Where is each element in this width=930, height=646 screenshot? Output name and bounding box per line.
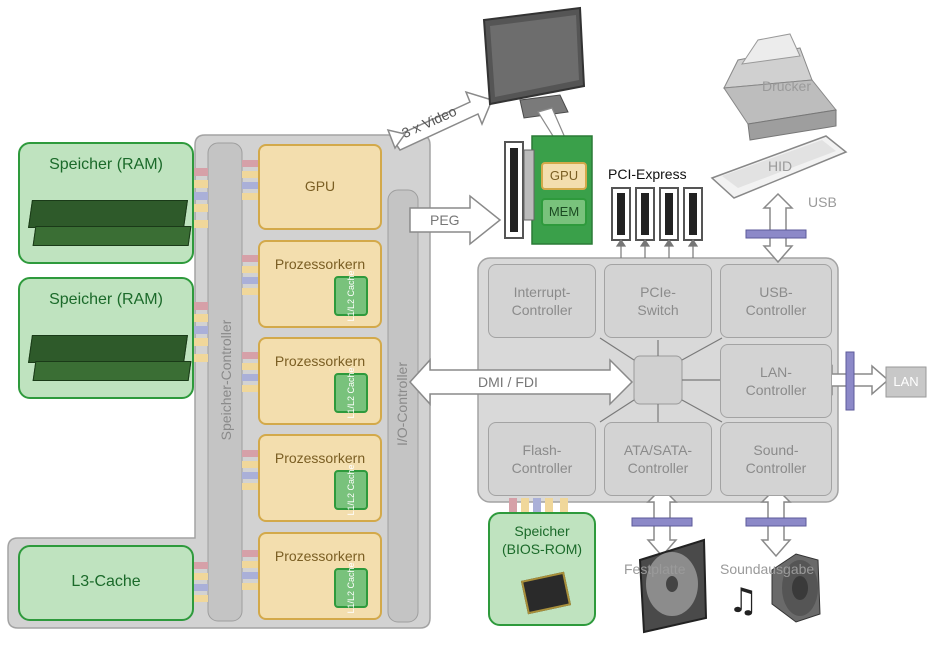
ram-module-label: Speicher (RAM): [49, 291, 163, 308]
processor-core-2: Prozessorkern L1/L2 Cache: [258, 337, 382, 425]
l1-l2-cache-chip: L1/L2 Cache: [334, 464, 368, 516]
video-arrow: [386, 90, 494, 151]
processor-core-label: Prozessorkern: [274, 548, 366, 564]
sound-controller: Sound- Controller: [720, 422, 832, 496]
integrated-gpu: GPU: [258, 144, 382, 230]
pci-express-label: PCI-Express: [608, 166, 687, 182]
l1-l2-cache-chip: L1/L2 Cache: [334, 562, 368, 614]
chipset-hub: [633, 355, 683, 405]
speaker-icon: [771, 553, 821, 623]
bios-rom-label: Speicher (BIOS-ROM): [501, 523, 583, 557]
lan-controller: LAN- Controller: [720, 344, 832, 418]
sata-connector: [631, 517, 693, 527]
music-note-icon: ♫: [728, 581, 758, 621]
ram-module-2: Speicher (RAM): [18, 277, 194, 399]
ram-bus-stripes-1: [194, 168, 208, 228]
monitor-icon: [482, 6, 586, 119]
ram-stick-icon: [28, 200, 188, 228]
graphics-card: [523, 135, 593, 245]
lan-box: [885, 366, 927, 398]
ram-bus-stripes-2: [194, 302, 208, 362]
l1-l2-cache-chip: L1/L2 Cache: [334, 270, 368, 322]
memory-controller-label: Speicher-Controller: [218, 319, 234, 441]
usb-connector: [745, 229, 807, 239]
hard-disk-icon: [638, 538, 708, 634]
dmi-arrow: [408, 358, 634, 406]
processor-core-4: Prozessorkern L1/L2 Cache: [258, 532, 382, 620]
l3-cache-box: L3-Cache: [18, 545, 194, 621]
bios-bus-stripes: [509, 498, 568, 512]
flash-controller: Flash- Controller: [488, 422, 596, 496]
integrated-gpu-label: GPU: [304, 178, 336, 194]
peg-arrow: [409, 194, 502, 246]
lan-connector: [845, 351, 855, 411]
graphics-card-gpu: GPU: [541, 162, 587, 190]
chip-icon: [520, 571, 572, 615]
l3-bus-stripes: [194, 562, 208, 602]
processor-core-1: Prozessorkern L1/L2 Cache: [258, 240, 382, 328]
processor-core-label: Prozessorkern: [274, 450, 366, 466]
ram-stick-icon: [32, 226, 192, 246]
printer-icon: [723, 33, 837, 141]
ram-module-label: Speicher (RAM): [49, 156, 163, 173]
lan-label: LAN: [893, 374, 919, 389]
hard-disk-label: Festplatte: [624, 561, 686, 577]
pcie-lane-arrows: [615, 238, 699, 258]
usb-arrow: [762, 192, 794, 264]
l3-cache-label: L3-Cache: [71, 573, 141, 590]
io-controller-bar: [387, 189, 419, 623]
pcie-switch: PCIe- Switch: [604, 264, 712, 338]
bios-rom-box: Speicher (BIOS-ROM): [488, 512, 596, 626]
processor-core-3: Prozessorkern L1/L2 Cache: [258, 434, 382, 522]
usb-label: USB: [808, 194, 837, 210]
ram-module-1: Speicher (RAM): [18, 142, 194, 264]
memory-controller-bar: [207, 142, 243, 622]
usb-controller: USB- Controller: [720, 264, 832, 338]
processor-core-label: Prozessorkern: [274, 256, 366, 272]
core-bus-stripes: [242, 160, 258, 590]
ram-stick-icon: [32, 361, 192, 381]
hub-connector-lines: [599, 337, 723, 423]
ata-sata-controller: ATA/SATA- Controller: [604, 422, 712, 496]
sound-output-label: Soundausgabe: [720, 561, 815, 577]
ram-stick-icon: [28, 335, 188, 363]
dmi-link-label: DMI / FDI: [478, 374, 538, 390]
l1-l2-cache-chip: L1/L2 Cache: [334, 367, 368, 419]
processor-core-label: Prozessorkern: [274, 353, 366, 369]
sound-connector: [745, 517, 807, 527]
hid-label: HID: [768, 158, 793, 174]
interrupt-controller: Interrupt- Controller: [488, 264, 596, 338]
keyboard-icon: [710, 135, 848, 199]
printer-label: Drucker: [762, 78, 812, 94]
io-controller-label: I/O-Controller: [394, 361, 410, 447]
graphics-card-mem: MEM: [541, 198, 587, 226]
peg-link-label: PEG: [430, 212, 460, 228]
